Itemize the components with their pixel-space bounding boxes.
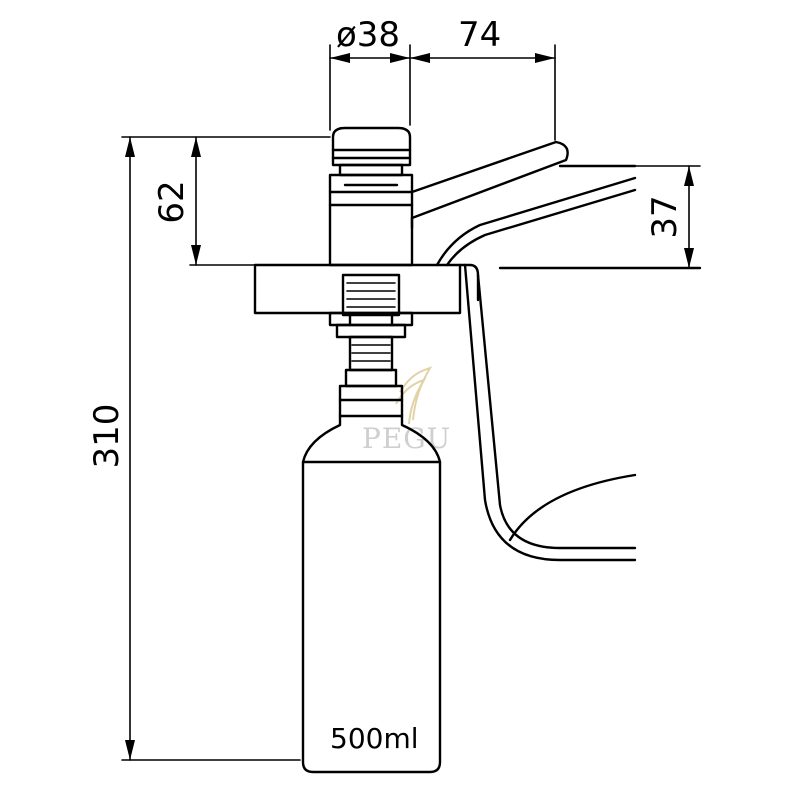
dimension-reach-label: 74 (458, 15, 501, 55)
dimension-head-height-label: 62 (152, 180, 192, 223)
bottle-capacity-label: 500ml (330, 722, 419, 755)
dimension-reach: 74 (409, 15, 556, 141)
dimension-head-height: 62 (121, 136, 331, 266)
dimension-total-height-label: 310 (87, 404, 127, 469)
soap-bottle: 500ml (301, 414, 442, 774)
dimension-spout-height-label: 37 (645, 195, 685, 238)
sink-basin (463, 164, 702, 562)
dimension-diameter-label: ø38 (336, 15, 400, 55)
pump-head (328, 126, 414, 267)
watermark: PEGU (362, 365, 450, 455)
countertop (253, 176, 637, 315)
spout (410, 140, 569, 230)
dimension-diameter: ø38 (329, 15, 411, 131)
pump-shank (328, 273, 414, 418)
dimension-spout-height: 37 (499, 165, 701, 269)
dimension-total-height: 310 (87, 136, 301, 761)
